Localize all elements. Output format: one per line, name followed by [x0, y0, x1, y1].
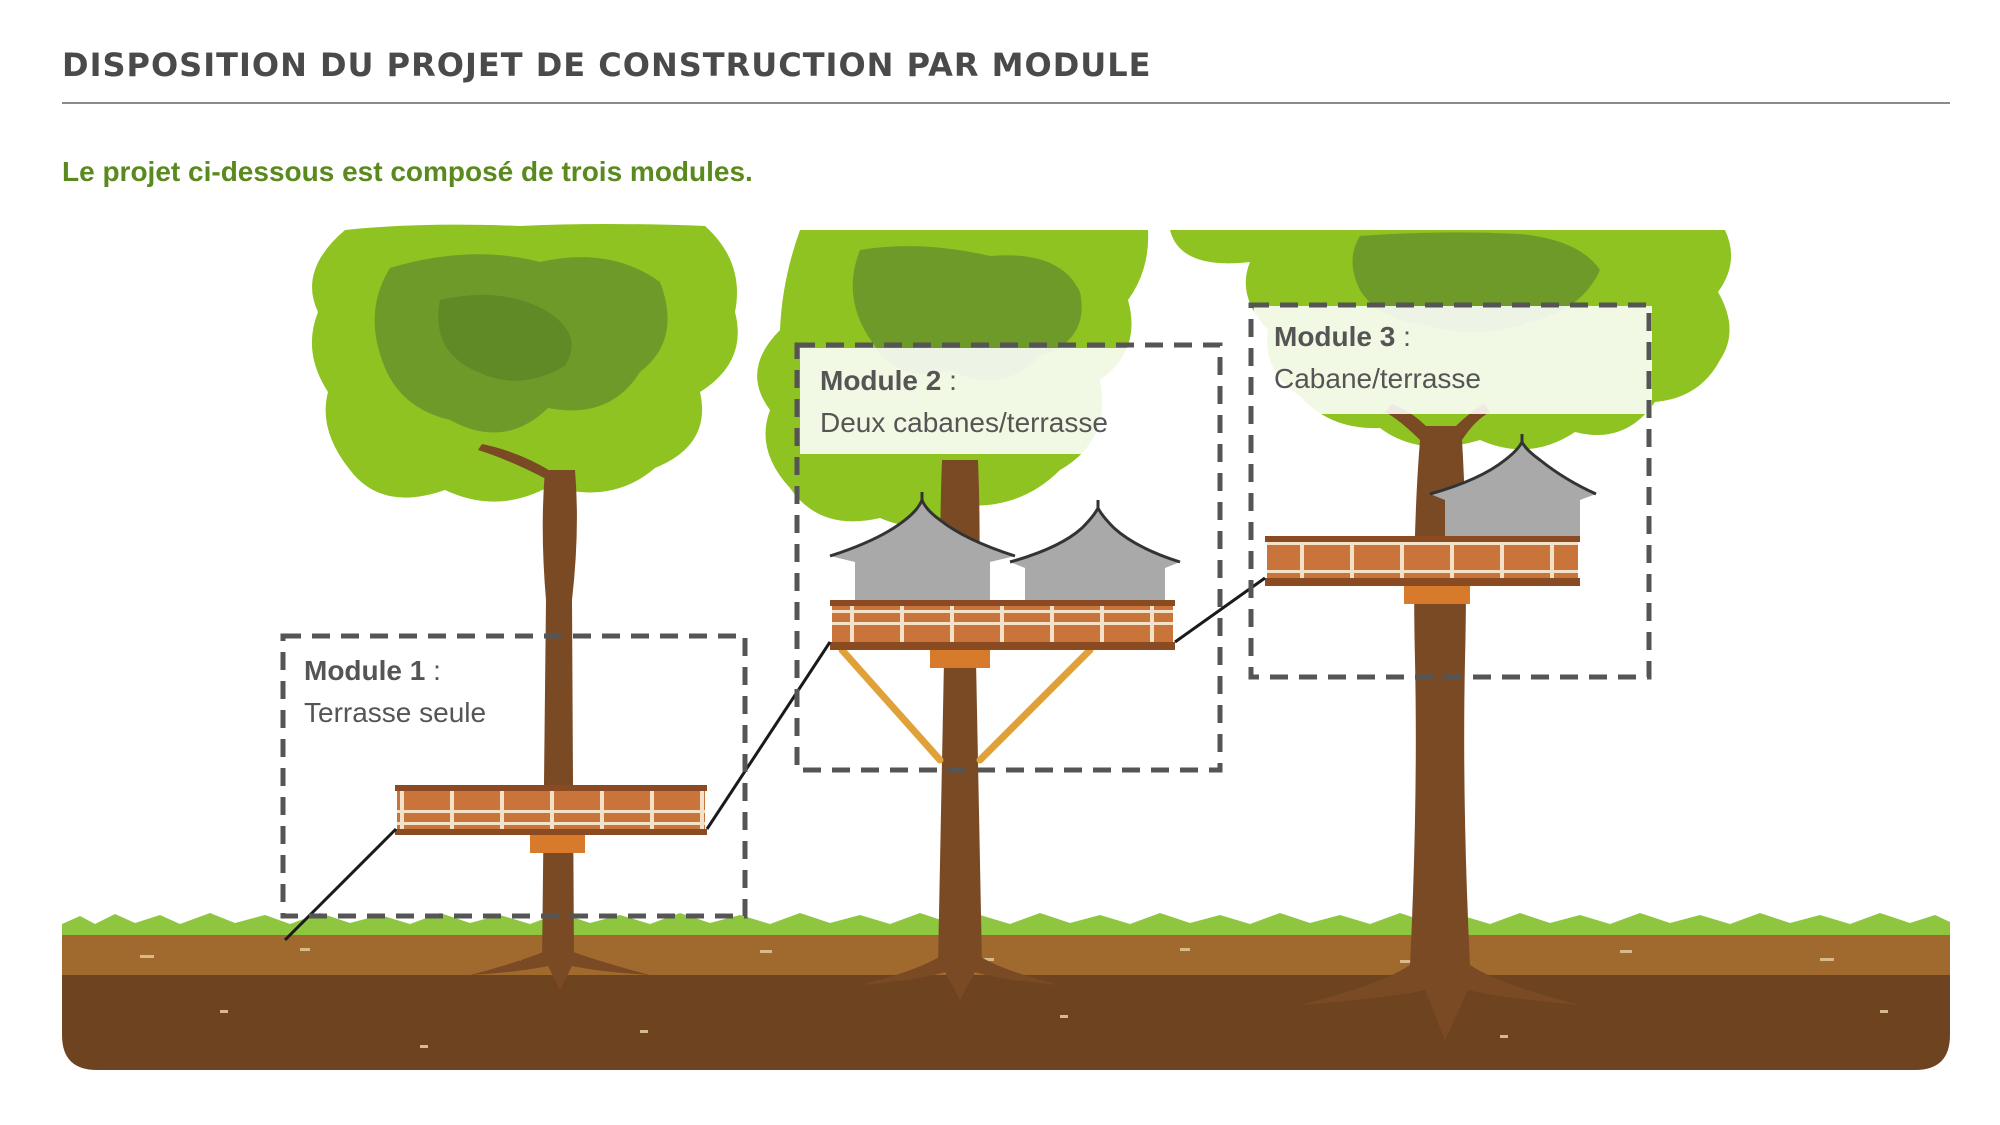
- module-3-tent: [1429, 434, 1597, 540]
- module-1-frame: [280, 633, 748, 919]
- module-2-tent-right: [1009, 500, 1181, 600]
- title-divider: [62, 102, 1950, 104]
- module-2-name: Module 2: [820, 365, 942, 396]
- page-title: DISPOSITION DU PROJET DE CONSTRUCTION PA…: [62, 46, 1152, 84]
- module-1-description: Terrasse seule: [304, 697, 487, 728]
- page-subtitle: Le projet ci-dessous est composé de troi…: [62, 156, 753, 187]
- module-2-label-background: [800, 348, 1208, 454]
- module-3-label: Module 3 : Cabane/terrasse: [1274, 316, 1481, 400]
- module-2-tent-left: [829, 492, 1016, 600]
- module-3-frame: [1248, 302, 1652, 680]
- module-1-label: Module 1 : Terrasse seule: [304, 650, 486, 734]
- module-3-name: Module 3: [1274, 321, 1396, 352]
- module-3-label-background: [1254, 306, 1652, 414]
- tree-1-trunk: [470, 444, 650, 990]
- module-2-frame: [794, 342, 1223, 773]
- module-1-separator: :: [425, 655, 441, 686]
- module-2-description: Deux cabanes/terrasse: [820, 407, 1108, 438]
- module-2-deck: [830, 600, 1175, 668]
- module-3-deck: [1265, 536, 1580, 604]
- module-2-braces: [838, 646, 1094, 764]
- ground: [62, 913, 1950, 1070]
- module-2-separator: :: [941, 365, 957, 396]
- module-2-label: Module 2 : Deux cabanes/terrasse: [820, 360, 1108, 444]
- module-3-separator: :: [1395, 321, 1411, 352]
- tree-1-foliage: [311, 224, 738, 502]
- module-1-deck: [395, 785, 707, 853]
- module-3-description: Cabane/terrasse: [1274, 363, 1482, 394]
- module-1-name: Module 1: [304, 655, 426, 686]
